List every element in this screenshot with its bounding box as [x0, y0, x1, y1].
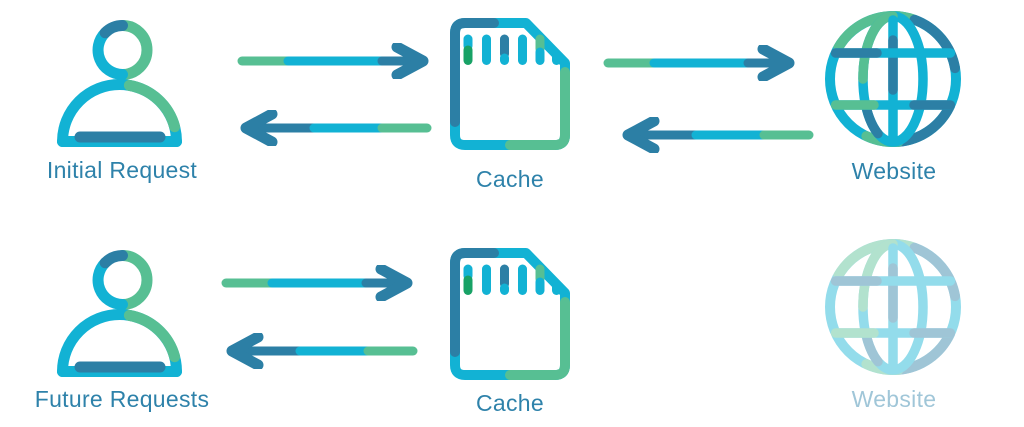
user-icon	[57, 250, 182, 377]
arrow-left-cache-to-user-icon	[240, 110, 432, 146]
arrow-left-cache-to-user-icon	[226, 333, 418, 369]
globe-icon	[825, 11, 961, 148]
arrow-right-user-to-cache-icon	[237, 43, 429, 79]
cache-label: Cache	[476, 166, 544, 192]
user-icon	[57, 20, 182, 147]
initial-request-label: Initial Request	[46, 157, 198, 183]
arrow-left-website-to-cache-icon	[622, 117, 814, 153]
cache-label: Cache	[476, 390, 544, 416]
arrow-right-cache-to-website-icon	[603, 45, 795, 81]
memory-card-icon	[450, 248, 570, 380]
globe-icon-faded	[825, 239, 961, 376]
website-label: Website	[851, 158, 937, 184]
website-label-faded: Website	[851, 386, 937, 412]
future-requests-label: Future Requests	[34, 386, 210, 412]
memory-card-icon	[450, 18, 570, 150]
arrow-right-user-to-cache-icon	[221, 265, 413, 301]
